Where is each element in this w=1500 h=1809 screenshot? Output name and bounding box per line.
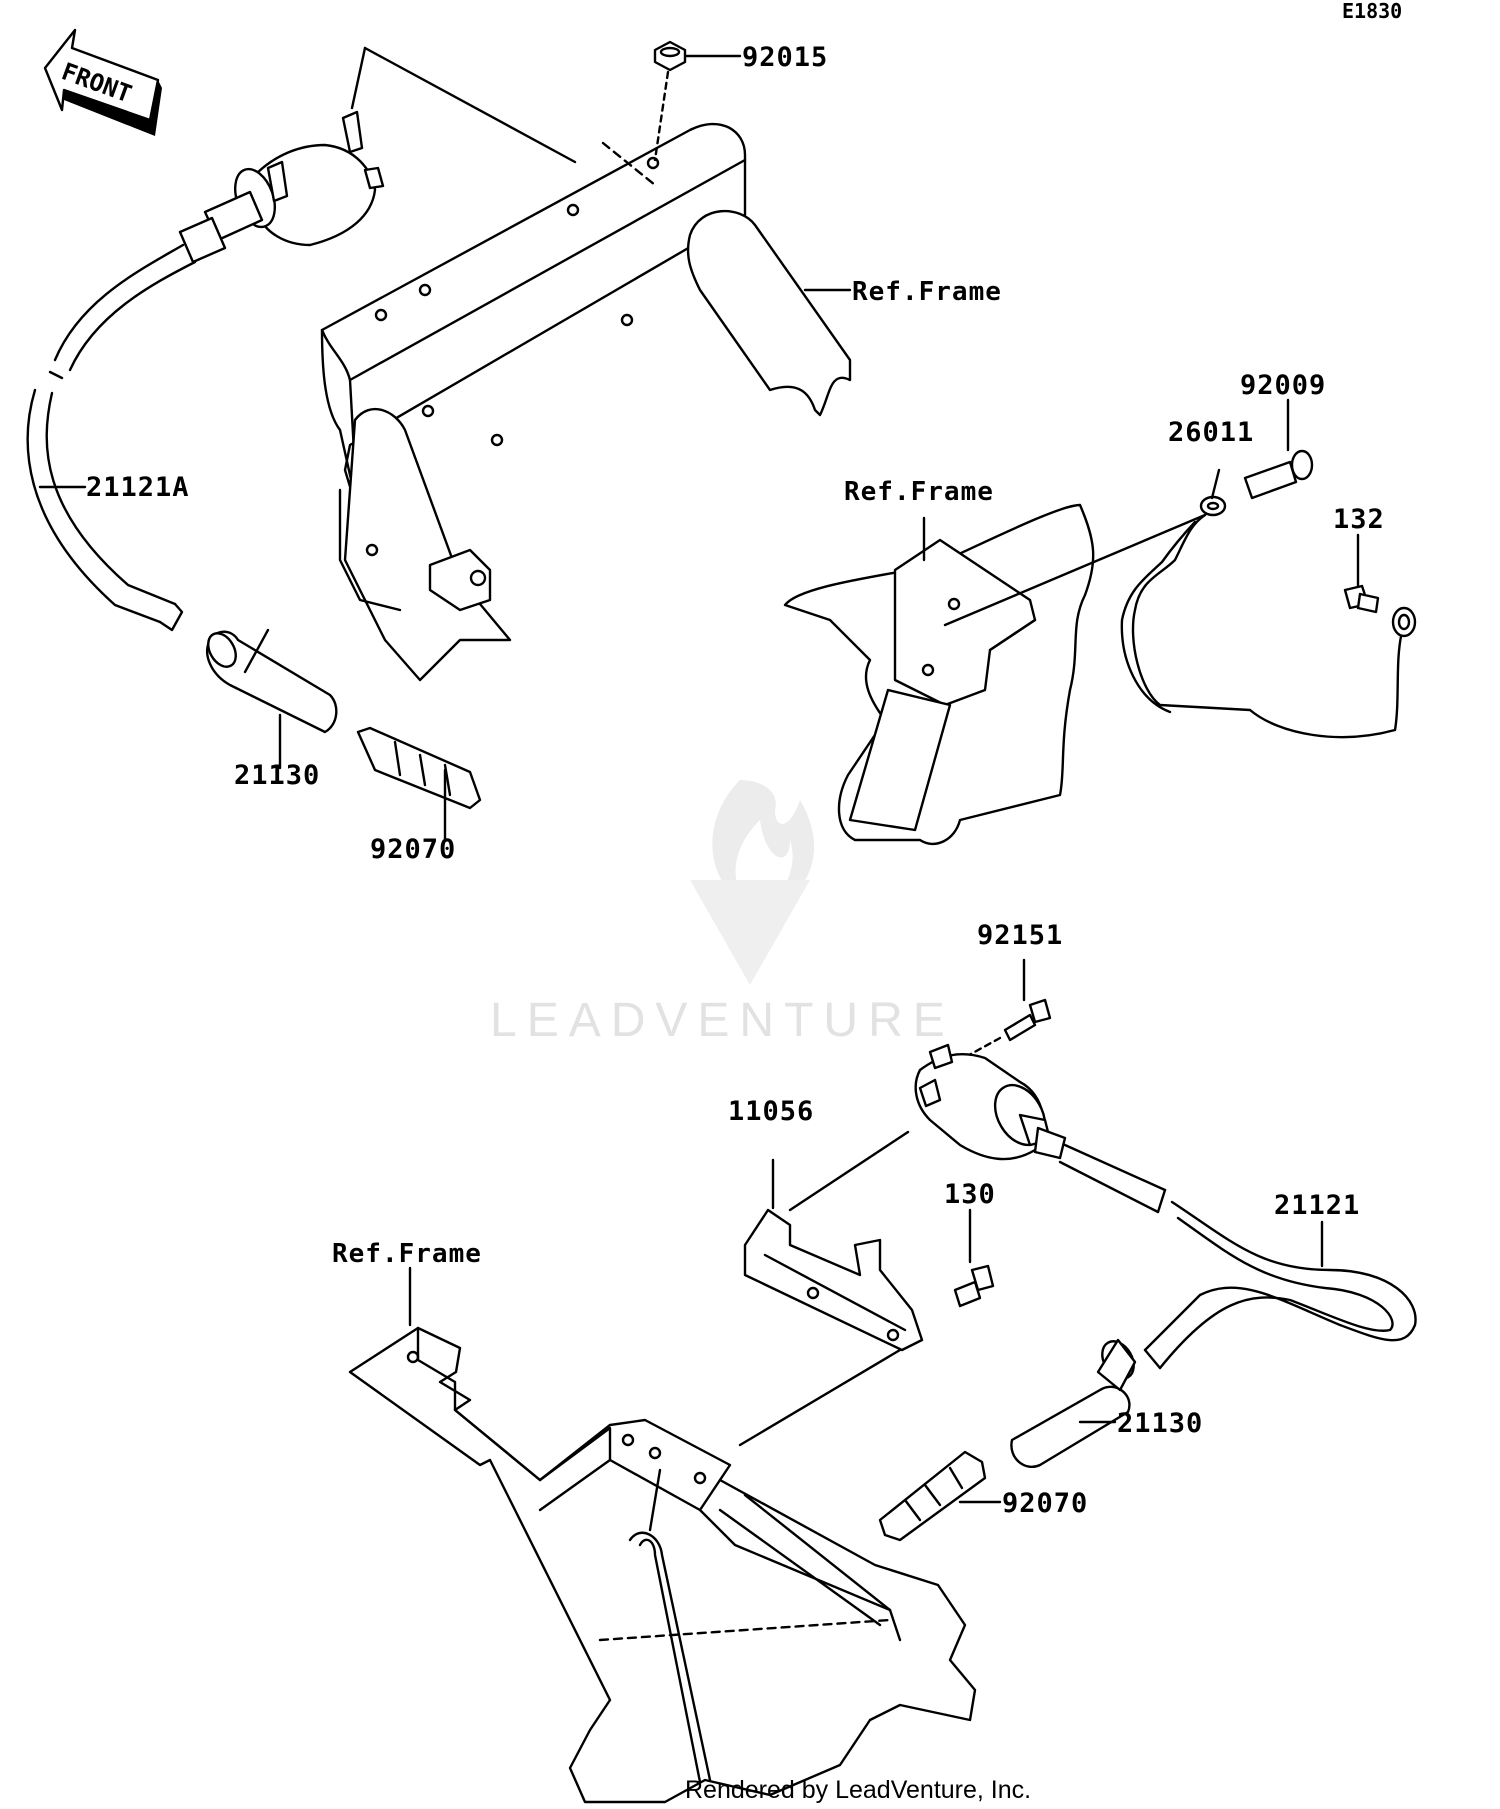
callout-21121A: 21121A xyxy=(86,472,190,503)
plug-cap-21130-top xyxy=(206,628,338,770)
callout-92151: 92151 xyxy=(977,920,1063,951)
front-arrow-icon: FRONT xyxy=(43,28,162,136)
bolt-92009 xyxy=(1243,398,1314,500)
callout-11056: 11056 xyxy=(728,1096,814,1127)
callout-92015: 92015 xyxy=(742,42,828,73)
watermark-text: LEADVENTURE xyxy=(490,994,955,1047)
callout-26011: 26011 xyxy=(1168,417,1254,448)
ignition-coil-top xyxy=(178,110,385,264)
callout-92070-top: 92070 xyxy=(370,834,456,865)
ground-lead-26011 xyxy=(943,468,1417,739)
top-frame-assembly xyxy=(320,122,852,682)
ignition-cable-21121 xyxy=(1058,1143,1417,1370)
callout-21130-top: 21130 xyxy=(234,760,320,791)
ignition-cable-21121A xyxy=(26,243,197,632)
callout-21121: 21121 xyxy=(1274,1190,1360,1221)
callout-21130-bottom: 21130 xyxy=(1117,1408,1203,1439)
mid-frame-assembly xyxy=(783,503,1095,846)
ref-frame-bottom: Ref.Frame xyxy=(332,1239,482,1269)
callout-92070-bottom: 92070 xyxy=(1002,1488,1088,1519)
bolt-132 xyxy=(1343,533,1380,614)
watermark: LEADVENTURE xyxy=(490,780,955,1047)
bolt-92151 xyxy=(958,958,1052,1062)
spark-plug-92070-top xyxy=(356,726,482,842)
bolt-130 xyxy=(953,1208,995,1308)
diagram-code: E1830 xyxy=(1342,0,1402,23)
callout-132: 132 xyxy=(1333,504,1385,535)
ref-frame-mid: Ref.Frame xyxy=(844,477,994,507)
nut-92015 xyxy=(653,40,742,162)
render-credit: Rendered by LeadVenture, Inc. xyxy=(685,1776,1031,1804)
callout-92009: 92009 xyxy=(1240,370,1326,401)
ref-frame-top: Ref.Frame xyxy=(852,277,1002,307)
plug-cap-21130-bottom xyxy=(1010,1338,1137,1468)
callout-130: 130 xyxy=(944,1179,996,1210)
bottom-frame-assembly xyxy=(348,1326,977,1804)
ignition-coil-bottom xyxy=(914,1043,1067,1161)
bracket-11056 xyxy=(743,1130,924,1352)
spark-plug-92070-bottom xyxy=(878,1450,1002,1542)
